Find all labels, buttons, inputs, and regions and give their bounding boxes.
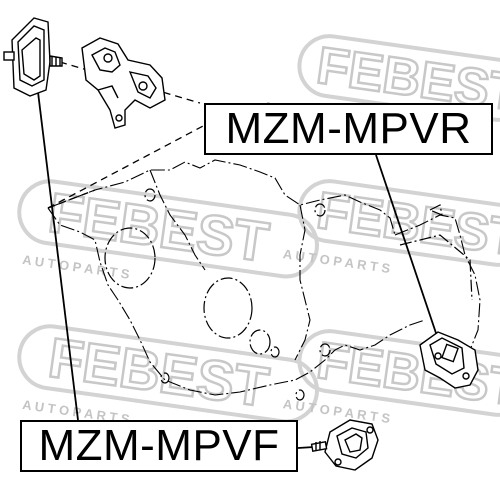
part-label-mzm-mpvf: MZM-MPVF — [20, 420, 298, 472]
watermark-2: FEBEST A U T O P A R T S — [17, 179, 319, 282]
watermark-sub: A U T O P A R T S — [282, 246, 391, 276]
part-number-text: MZM-MPVR — [225, 104, 472, 153]
mount-right — [419, 331, 479, 389]
mount-front — [310, 419, 379, 471]
bracket-top — [81, 37, 166, 129]
engine-holes — [104, 188, 473, 401]
watermark-sub: A U T O P A R T S — [21, 252, 130, 282]
watermark-3: FEBEST A U T O P A R T S — [282, 179, 500, 276]
watermark-sub: A U T O P A R T S — [282, 396, 391, 426]
mount-top-left — [3, 17, 63, 97]
part-label-mzm-mpvr: MZM-MPVR — [204, 103, 493, 155]
engine-block — [47, 159, 481, 396]
part-number-text: MZM-MPVF — [38, 421, 280, 470]
